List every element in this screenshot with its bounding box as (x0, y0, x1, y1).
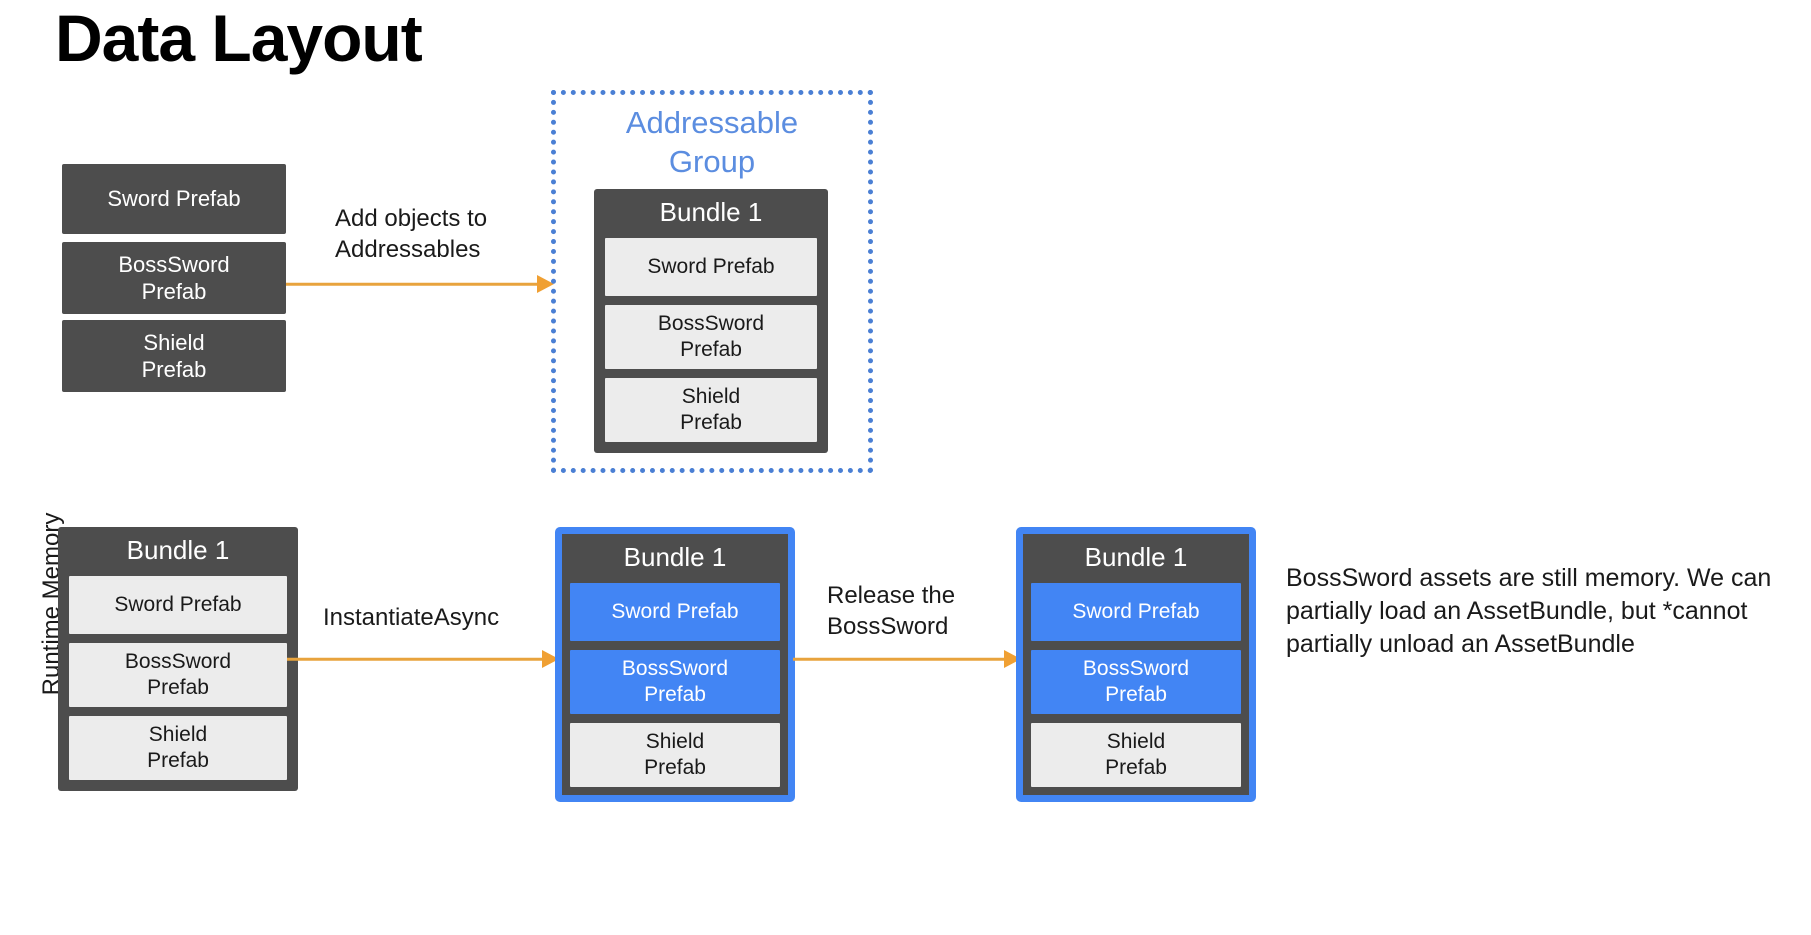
bundle-title: Bundle 1 (1084, 542, 1188, 572)
bundle-title: Bundle 1 (623, 542, 727, 572)
bundle-item-sword: Sword Prefab (570, 583, 780, 642)
bundle-item-sword: Sword Prefab (1031, 583, 1241, 642)
memory-note-text: BossSword assets are still memory. We ca… (1286, 564, 1772, 658)
bundle-title: Bundle 1 (126, 535, 230, 565)
bundle-title: Bundle 1 (659, 197, 763, 227)
page-title: Data Layout (55, 1, 423, 75)
arrow-label-instantiate-async: InstantiateAsync (323, 604, 500, 631)
bundle-item-sword: Sword Prefab (69, 576, 287, 635)
addressable-group-frame (551, 90, 873, 473)
arrow-add-objects (286, 274, 554, 294)
source-asset-sword: Sword Prefab (62, 164, 286, 234)
arrow-release-bosssword (793, 649, 1021, 669)
arrow-instantiate-async (287, 649, 559, 669)
bundle-item-sword: Sword Prefab (605, 238, 817, 297)
